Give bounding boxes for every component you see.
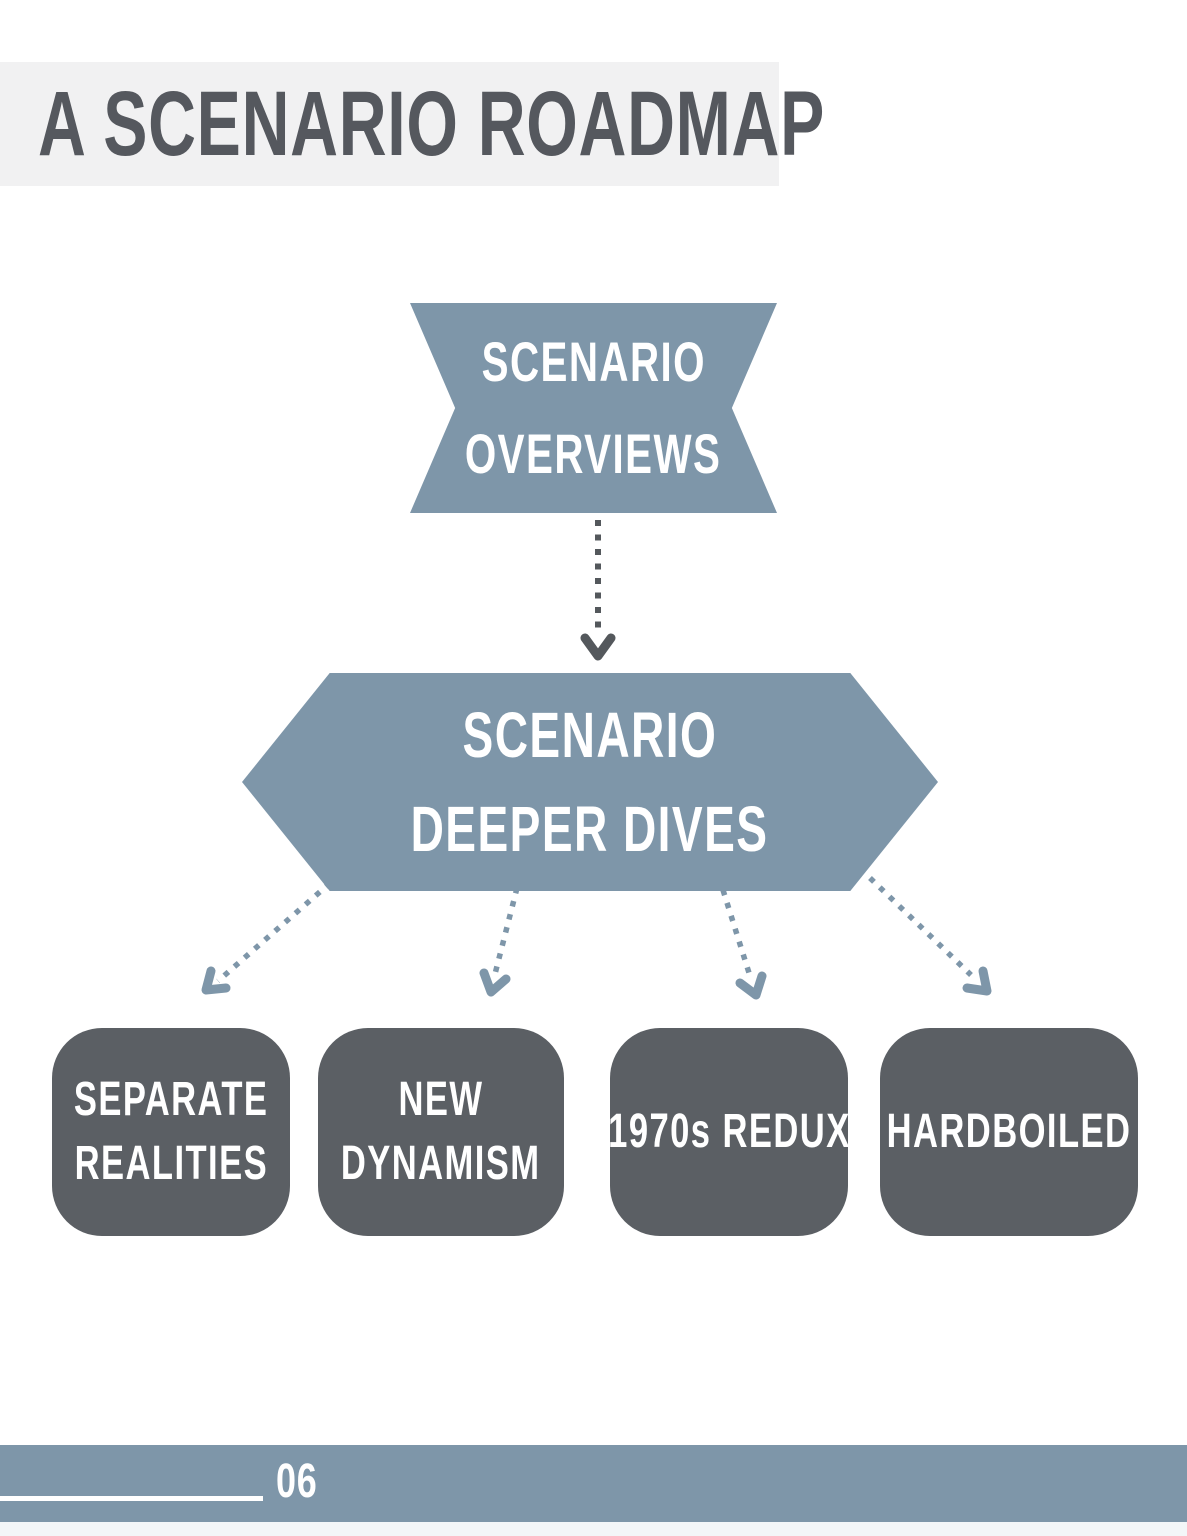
node-separate-realities: SEPARATE REALITIES: [52, 1028, 290, 1236]
node-scenario-overviews-line1: SCENARIO: [481, 330, 706, 393]
node-1970s-redux: 1970s REDUX: [607, 1028, 851, 1236]
page-number: 06: [276, 1455, 318, 1508]
footer-bar: 06: [0, 1445, 1187, 1522]
node-new-dynamism-line1: NEW: [398, 1073, 484, 1126]
node-scenario-overviews: SCENARIO OVERVIEWS: [410, 303, 777, 513]
arrow-to-separate-realities: [201, 880, 332, 995]
node-scenario-deeper-dives: SCENARIO DEEPER DIVES: [242, 673, 938, 891]
arrow-to-new-dynamism: [479, 887, 520, 997]
node-scenario-deeper-dives-line1: SCENARIO: [462, 699, 718, 771]
bottom-strip: [0, 1522, 1187, 1536]
footer-rule: [0, 1496, 263, 1501]
node-new-dynamism: NEW DYNAMISM: [318, 1028, 564, 1236]
page-title-text: A SCENARIO ROADMAP: [38, 73, 826, 175]
node-hardboiled: HARDBOILED: [880, 1028, 1138, 1236]
arrow-to-hardboiled: [868, 876, 992, 996]
arrow-overviews-to-deeper-dives: [580, 520, 616, 661]
node-separate-realities-line2: REALITIES: [74, 1137, 268, 1190]
node-scenario-deeper-dives-line2: DEEPER DIVES: [411, 793, 769, 865]
node-scenario-overviews-line2: OVERVIEWS: [465, 422, 722, 485]
node-1970s-redux-line1: 1970s REDUX: [607, 1105, 851, 1158]
node-hardboiled-line1: HARDBOILED: [886, 1105, 1132, 1158]
page-title: A SCENARIO ROADMAP: [38, 78, 1131, 170]
title-bar: A SCENARIO ROADMAP: [0, 62, 824, 186]
node-separate-realities-line1: SEPARATE: [73, 1073, 269, 1126]
arrow-to-1970s-redux: [720, 889, 767, 1000]
node-new-dynamism-line2: DYNAMISM: [341, 1137, 541, 1190]
